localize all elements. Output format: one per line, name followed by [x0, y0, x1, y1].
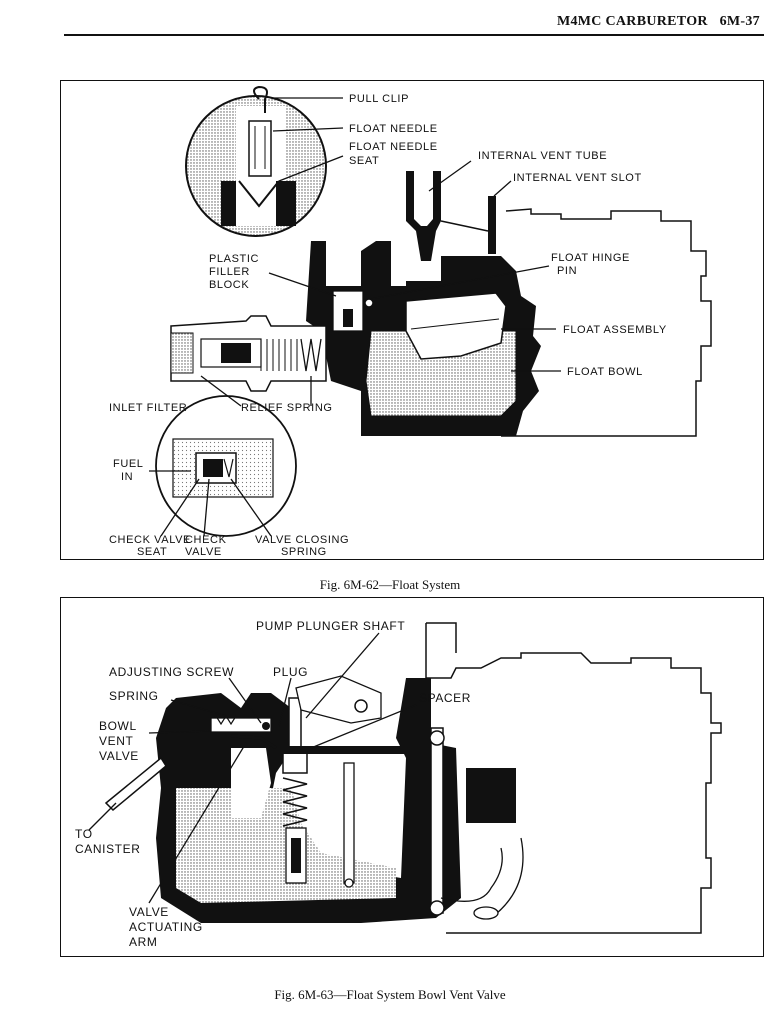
label-plug: PLUG — [273, 665, 308, 679]
leader-lines — [149, 97, 561, 537]
needle-seat-detail — [185, 85, 327, 237]
label-valve-closing-spring: VALVE CLOSING — [255, 534, 349, 546]
label-valve-actuating-arm: VALVE — [129, 905, 169, 919]
relief-spring — [300, 338, 322, 372]
pump-spring — [282, 777, 308, 827]
canister-tube — [104, 756, 167, 812]
float-hinge-pin — [364, 298, 374, 308]
label-pull-clip: PULL CLIP — [349, 93, 409, 105]
label-valve-closing-spring-2: SPRING — [281, 546, 327, 558]
label-pump-plunger-shaft: PUMP PLUNGER SHAFT — [256, 619, 405, 633]
label-internal-vent-slot: INTERNAL VENT SLOT — [513, 172, 642, 184]
label-to-canister: TO — [75, 827, 93, 841]
header-rule — [64, 34, 764, 36]
label-float-assembly: FLOAT ASSEMBLY — [563, 324, 667, 336]
label-valve-actuating-arm-2: ACTUATING — [129, 920, 203, 934]
check-valve — [203, 459, 223, 477]
plug — [274, 726, 282, 738]
label-float-needle: FLOAT NEEDLE — [349, 123, 438, 135]
pull-clip — [253, 85, 268, 113]
float-needle — [248, 120, 272, 177]
label-spacer: SPACER — [419, 691, 471, 705]
carburetor-body-outline — [501, 208, 712, 437]
figure-2-caption: Fig. 6M-63—Float System Bowl Vent Valve — [274, 987, 506, 1002]
float-system-diagram: PULL CLIP FLOAT NEEDLE FLOAT NEEDLE SEAT… — [109, 85, 712, 558]
label-relief-spring: RELIEF SPRING — [241, 402, 333, 414]
label-bowl-vent-valve-3: VALVE — [99, 749, 139, 763]
label-plastic-filler-block: PLASTIC — [209, 253, 259, 265]
check-valve-detail — [155, 395, 297, 537]
header-text: M4MC CARBURETOR 6M-37 — [549, 14, 760, 30]
float-needle-seat — [238, 180, 280, 208]
label-float-hinge-pin-2: PIN — [557, 265, 577, 277]
throttle-linkage — [429, 727, 524, 920]
label-float-hinge-pin: FLOAT HINGE — [551, 252, 630, 264]
bowl-vent-valve-assembly — [210, 714, 282, 750]
label-float-bowl: FLOAT BOWL — [567, 366, 643, 378]
label-float-needle-seat: FLOAT NEEDLE — [349, 141, 438, 153]
label-check-valve: CHECK — [185, 534, 227, 546]
label-bowl-vent-valve-2: VENT — [99, 734, 133, 748]
valve-closing-spring — [223, 458, 234, 478]
inlet-fitting — [170, 315, 327, 392]
label-valve-actuating-arm-3: ARM — [129, 935, 157, 949]
label-check-valve-seat-2: SEAT — [137, 546, 167, 558]
carburetor-body-outline — [425, 622, 722, 934]
inlet-filter — [260, 339, 298, 371]
float-system-figure: PULL CLIP FLOAT NEEDLE FLOAT NEEDLE SEAT… — [60, 80, 764, 560]
bowl-vent-valve-diagram: PUMP PLUNGER SHAFT ADJUSTING SCREW PLUG … — [75, 619, 722, 949]
label-bowl-vent-valve: BOWL — [99, 719, 137, 733]
label-check-valve-seat: CHECK VALVE — [109, 534, 191, 546]
label-fuel-in-2: IN — [121, 471, 133, 483]
label-spring: SPRING — [109, 689, 159, 703]
page-number: 6M-37 — [719, 14, 760, 29]
label-internal-vent-tube: INTERNAL VENT TUBE — [478, 150, 607, 162]
label-check-valve-2: VALVE — [185, 546, 222, 558]
label-plastic-filler-block-2: FILLER — [209, 266, 250, 278]
figure-1-caption: Fig. 6M-62—Float System — [319, 577, 461, 592]
bowl-vent-valve-figure: PUMP PLUNGER SHAFT ADJUSTING SCREW PLUG … — [60, 597, 764, 957]
valve-rod — [343, 762, 355, 884]
leader-lines — [88, 632, 417, 904]
label-fuel-in: FUEL — [113, 458, 144, 470]
valve-actuating-arm — [230, 734, 277, 750]
float-bowl-fuel — [365, 330, 517, 417]
spacer-plate — [276, 746, 406, 754]
page-header: M4MC CARBURETOR 6M-37 — [64, 10, 764, 36]
internal-vent-slot — [488, 196, 496, 254]
label-to-canister-2: CANISTER — [75, 842, 140, 856]
internal-vent-tube — [406, 171, 441, 261]
manual-section-title: M4MC CARBURETOR — [556, 14, 708, 29]
float-assembly — [405, 292, 507, 360]
link-bracket — [295, 675, 382, 724]
label-inlet-filter: INLET FILTER — [109, 402, 187, 414]
label-adjusting-screw: ADJUSTING SCREW — [109, 665, 234, 679]
label-plastic-filler-block-3: BLOCK — [209, 279, 249, 291]
float-needle-small — [343, 309, 353, 327]
label-float-needle-seat-2: SEAT — [349, 155, 379, 167]
adjusting-screw — [262, 722, 270, 730]
